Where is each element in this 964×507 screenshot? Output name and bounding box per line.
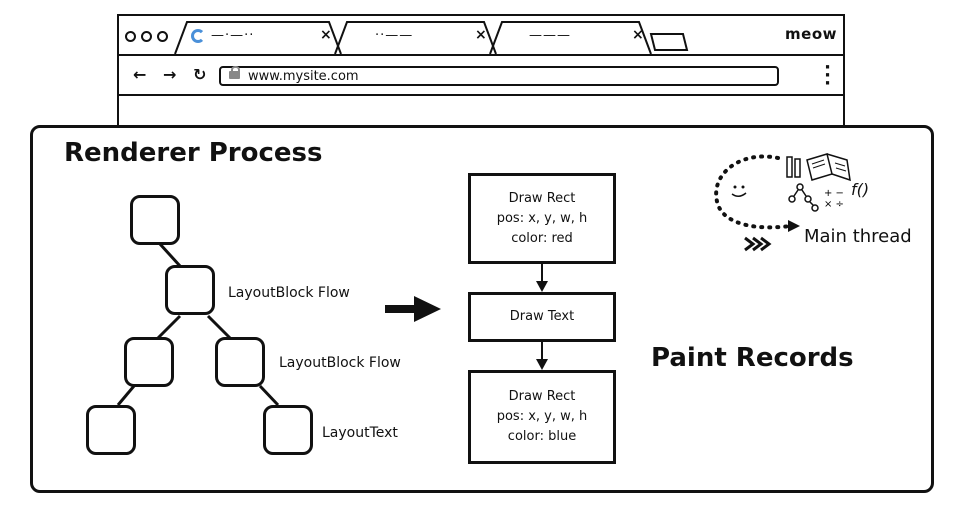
tree-edge [258, 384, 280, 407]
url-text[interactable]: www.mysite.com [248, 69, 359, 84]
window-dot-maximize[interactable] [157, 31, 168, 42]
book-page [826, 153, 851, 182]
tab-2-title[interactable]: ··—— [375, 28, 414, 43]
pencil-icon [786, 156, 793, 178]
tab-3-close-icon[interactable]: × [632, 27, 644, 43]
browser-window: —·—·· × ··—— × ——— × meow ← → ↻ www.mysi… [117, 14, 845, 132]
mini-tree-node [811, 204, 819, 212]
layout-node-root [130, 195, 180, 245]
tab-1-close-icon[interactable]: × [320, 27, 332, 43]
times-divide-icon: × ÷ [824, 199, 844, 210]
mini-tree-node [796, 183, 804, 191]
main-thread-arrow-head [788, 220, 800, 232]
book-lines [811, 159, 847, 172]
tree-edge [116, 385, 136, 406]
pencil-icon [794, 158, 801, 178]
forward-arrow-icon[interactable]: → [163, 65, 177, 84]
record-line: pos: x, y, w, h [496, 210, 588, 226]
smiley-eye [741, 185, 745, 189]
tree-edge [206, 314, 232, 340]
record-line: Draw Rect [508, 389, 576, 404]
main-thread-dotted-path [714, 154, 792, 230]
tree-edge [158, 242, 182, 268]
record-line: color: blue [507, 429, 577, 444]
smiley-eye [733, 185, 737, 189]
layout-node-text [263, 405, 313, 455]
window-dot-close[interactable] [125, 31, 136, 42]
record-line: color: red [511, 230, 573, 246]
loading-spinner-icon [191, 29, 205, 43]
layout-node-leaf-left [86, 405, 136, 455]
renderer-process-title: Renderer Process [64, 138, 323, 168]
address-bar[interactable]: www.mysite.com [219, 66, 779, 86]
paint-records-label: Paint Records [651, 343, 854, 373]
main-thread-label: Main thread [804, 226, 912, 247]
toolbar: ← → ↻ www.mysite.com ··· [119, 56, 843, 96]
window-dot-minimize[interactable] [141, 31, 152, 42]
tab-1-title[interactable]: —·—·· [211, 28, 255, 43]
function-symbol: f() [851, 180, 870, 199]
layout-label-flow-2: LayoutBlock Flow [279, 355, 401, 371]
layout-node-flow-1 [165, 265, 215, 315]
kebab-menu-icon[interactable]: ··· [824, 57, 831, 94]
record-line: Draw Text [509, 309, 575, 324]
mini-tree-edges [793, 189, 814, 206]
record-line: pos: x, y, w, h [496, 409, 588, 424]
tab-2-close-icon[interactable]: × [475, 27, 487, 43]
chevrons-icon [744, 236, 772, 252]
reload-icon[interactable]: ↻ [193, 65, 207, 84]
mini-tree-node [804, 195, 812, 203]
record-line: Draw Rect [508, 190, 576, 206]
tab-outlines [174, 21, 689, 55]
record-arrow-head [536, 359, 548, 370]
back-arrow-icon[interactable]: ← [133, 65, 147, 84]
paint-record-draw-text: Draw Text [468, 292, 616, 342]
paint-record-draw-rect-red: Draw Rect pos: x, y, w, h color: red [468, 173, 616, 264]
mini-tree-node [788, 195, 796, 203]
book-icon [806, 153, 833, 181]
tree-edge [156, 314, 182, 340]
brand-label: meow [785, 25, 837, 43]
layout-node-left [124, 337, 174, 387]
plus-minus-icon: + − [824, 188, 844, 199]
transform-arrow-head [414, 296, 441, 322]
lock-icon [229, 66, 240, 79]
layout-label-text: LayoutText [322, 425, 398, 441]
record-arrow-head [536, 281, 548, 292]
tab-3-title[interactable]: ——— [529, 28, 571, 43]
layout-node-flow-2 [215, 337, 265, 387]
smiley-mouth [731, 192, 747, 197]
tab-bar: —·—·· × ··—— × ——— × meow [119, 16, 843, 56]
paint-record-draw-rect-blue: Draw Rect pos: x, y, w, h color: blue [468, 370, 616, 464]
layout-label-flow-1: LayoutBlock Flow [228, 285, 350, 301]
